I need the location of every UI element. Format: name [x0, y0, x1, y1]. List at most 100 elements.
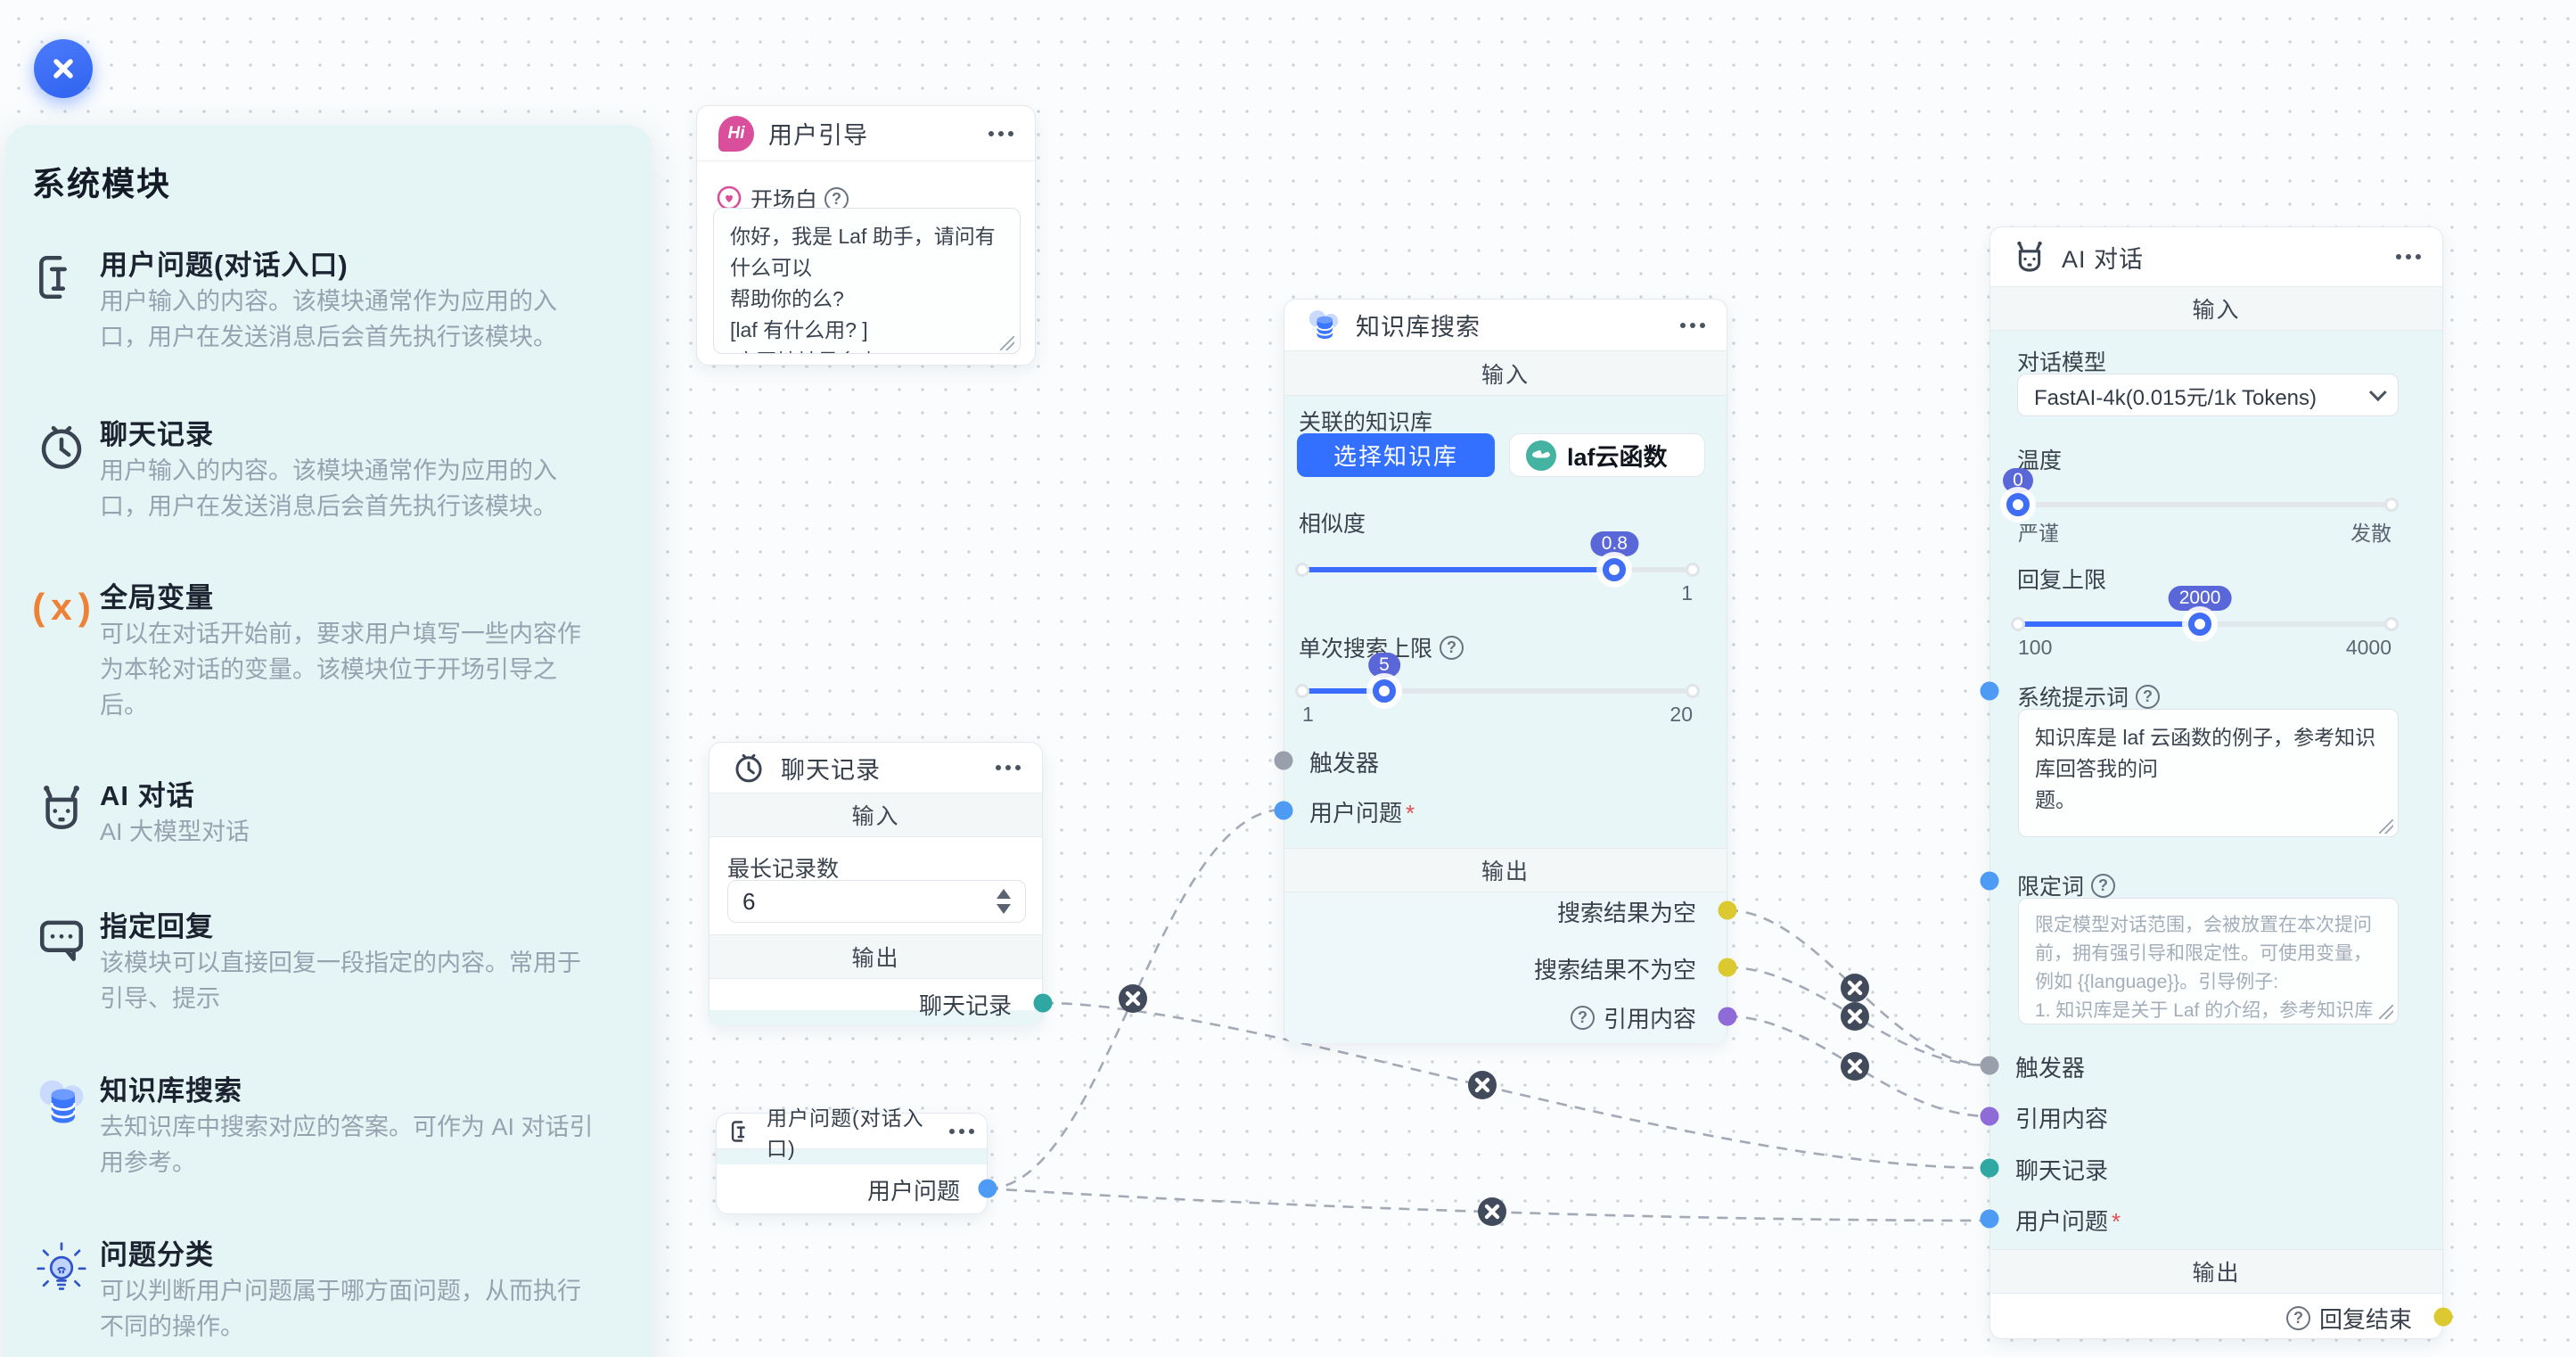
sidebar-item-desc: 可以判断用户问题属于哪方面问题，从而执行不同的操作。 [100, 1278, 581, 1340]
node-header[interactable]: 聊天记录 [710, 743, 1042, 793]
handle-question-out[interactable] [978, 1179, 997, 1198]
handle-ai-quote-in[interactable] [1980, 1106, 1999, 1126]
slider-value-badge: 0 [2003, 468, 2033, 493]
edge-delete-button[interactable] [1841, 974, 1869, 1002]
laf-logo-icon [1526, 440, 1556, 471]
input-row-history: 聊天记录 [2015, 1156, 2109, 1184]
help-icon[interactable] [2091, 873, 2116, 898]
max-records-input[interactable]: 6 [727, 880, 1026, 923]
handle-kb-notempty-out[interactable] [1718, 958, 1737, 977]
slider-value-badge: 5 [1368, 653, 1400, 678]
robot-icon [2012, 239, 2047, 275]
node-user-question[interactable]: 用户问题(对话入口) 用户问题 [716, 1106, 988, 1214]
node-title: 用户引导 [768, 122, 868, 149]
connection-edge[interactable] [987, 1187, 1990, 1222]
similarity-slider[interactable]: 0.8 1 [1295, 531, 1700, 604]
input-section-header: 输入 [1990, 286, 2442, 331]
edge-delete-button[interactable] [1468, 1071, 1497, 1099]
slider-thumb[interactable] [2006, 493, 2030, 516]
clock-icon [731, 750, 767, 785]
database-icon [1306, 308, 1341, 343]
handle-ai-limit-in[interactable] [1980, 871, 1999, 891]
model-select[interactable]: FastAI-4k(0.015元/1k Tokens) [2017, 374, 2399, 416]
sidebar-item-title: 聊天记录 [100, 419, 214, 450]
system-prompt-textarea[interactable]: 知识库是 laf 云函数的例子，参考知识库回答我的问 题。 [2018, 709, 2399, 837]
help-icon[interactable] [2136, 684, 2161, 709]
input-row-quote: 引用内容 [2015, 1105, 2109, 1132]
slider-thumb[interactable] [1372, 679, 1396, 703]
node-header[interactable]: AI 对话 [1990, 227, 2442, 286]
step-down-icon[interactable] [997, 904, 1011, 914]
robot-icon [32, 778, 91, 837]
system-prompt-label: 系统提示词 [2017, 680, 2161, 712]
slider-min-mark: 严谨 [2018, 522, 2059, 545]
sidebar-item-title: 知识库搜索 [100, 1075, 242, 1106]
slider-min-mark: 100 [2018, 636, 2053, 659]
slider-value-badge: 2000 [2168, 586, 2232, 611]
dataset-chip[interactable]: laf云函数 [1509, 433, 1705, 477]
edge-delete-button[interactable] [1478, 1197, 1506, 1226]
handle-kb-quote-out[interactable] [1718, 1007, 1737, 1026]
number-stepper[interactable] [997, 889, 1011, 914]
node-ai-chat[interactable]: AI 对话 输入 对话模型 FastAI-4k(0.015元/1k Tokens… [1989, 226, 2443, 1339]
handle-ai-trigger-in[interactable] [1980, 1056, 1999, 1075]
node-header[interactable]: Hi 用户引导 [697, 106, 1035, 161]
similarity-label: 相似度 [1299, 512, 1366, 537]
top-k-slider[interactable]: 5 1 20 [1295, 653, 1700, 726]
sidebar-item-title: 问题分类 [100, 1239, 214, 1271]
handle-history-out[interactable] [1033, 993, 1053, 1013]
top-k-label: 单次搜索上限 [1299, 631, 1464, 663]
handle-kb-trigger-in[interactable] [1274, 751, 1293, 770]
output-section-header: 输出 [1990, 1249, 2442, 1294]
resize-handle-icon[interactable] [2379, 1005, 2393, 1019]
sidebar-item-desc: 用户输入的内容。该模块通常作为应用的入口，用户在发送消息后会首先执行该模块。 [100, 457, 557, 520]
handle-ai-question-in[interactable] [1980, 1209, 1999, 1229]
handle-kb-empty-out[interactable] [1718, 901, 1737, 920]
slider-min-mark: 1 [1302, 703, 1314, 726]
temperature-slider[interactable]: 0 严谨 发散 [2003, 468, 2399, 545]
help-icon[interactable] [1570, 1005, 1595, 1030]
sidebar-item-desc: 可以在对话开始前，要求用户填写一些内容作为本轮对话的变量。该模块位于开场引导之后… [100, 621, 581, 719]
max-reply-slider[interactable]: 2000 100 4000 [2011, 586, 2399, 659]
text-cursor-icon [729, 1118, 756, 1145]
welcome-textarea[interactable]: 你好，我是 Laf 助手，请问有什么可以 帮助你的么? [laf 有什么用? ]… [713, 208, 1021, 354]
output-section-header: 输出 [710, 934, 1042, 979]
slider-thumb[interactable] [2188, 613, 2212, 636]
node-header[interactable]: 用户问题(对话入口) [717, 1106, 987, 1160]
close-button[interactable] [34, 39, 93, 98]
edge-delete-button[interactable] [1119, 984, 1147, 1013]
more-icon[interactable] [996, 765, 1021, 770]
edge-delete-buttons [1119, 974, 1869, 1226]
more-icon[interactable] [949, 1128, 974, 1134]
sidebar-item-title: 全局变量 [100, 582, 214, 613]
node-header[interactable]: 知识库搜索 [1284, 300, 1727, 350]
resize-handle-icon[interactable] [1000, 336, 1014, 350]
variable-icon: (x) [28, 588, 95, 631]
resize-handle-icon[interactable] [2379, 819, 2393, 834]
more-icon[interactable] [1680, 322, 1705, 328]
chevron-down-icon [2368, 383, 2387, 402]
step-up-icon[interactable] [997, 889, 1011, 899]
help-icon[interactable] [1440, 635, 1464, 660]
limit-words-textarea[interactable] [2018, 898, 2399, 1024]
help-icon[interactable] [2285, 1305, 2310, 1330]
edge-delete-button[interactable] [1841, 1052, 1869, 1081]
handle-ai-history-in[interactable] [1980, 1158, 1999, 1178]
node-title: 用户问题(对话入口) [767, 1106, 924, 1160]
node-kb-search[interactable]: 知识库搜索 输入 关联的知识库 选择知识库 laf云函数 相似度 0.8 1 单… [1284, 299, 1727, 1043]
handle-ai-system-in[interactable] [1980, 681, 1999, 701]
node-user-guide[interactable]: Hi 用户引导 开场白 你好，我是 Laf 助手，请问有什么可以 帮助你的么? … [696, 105, 1036, 366]
output-row-question: 用户问题 [866, 1177, 960, 1205]
select-dataset-button[interactable]: 选择知识库 [1297, 433, 1495, 477]
reply-bubble-icon [32, 909, 91, 968]
slider-thumb[interactable] [1603, 558, 1627, 581]
more-icon[interactable] [2396, 254, 2421, 259]
edge-delete-button[interactable] [1841, 1002, 1869, 1031]
slider-max-mark: 发散 [2350, 522, 2391, 545]
handle-ai-finish-out[interactable] [2433, 1307, 2453, 1327]
handle-kb-question-in[interactable] [1274, 801, 1293, 820]
node-chat-history[interactable]: 聊天记录 输入 最长记录数 6 输出 聊天记录 [709, 742, 1043, 1025]
more-icon[interactable] [989, 130, 1013, 136]
input-row-question: 用户问题 [1990, 1204, 2121, 1236]
